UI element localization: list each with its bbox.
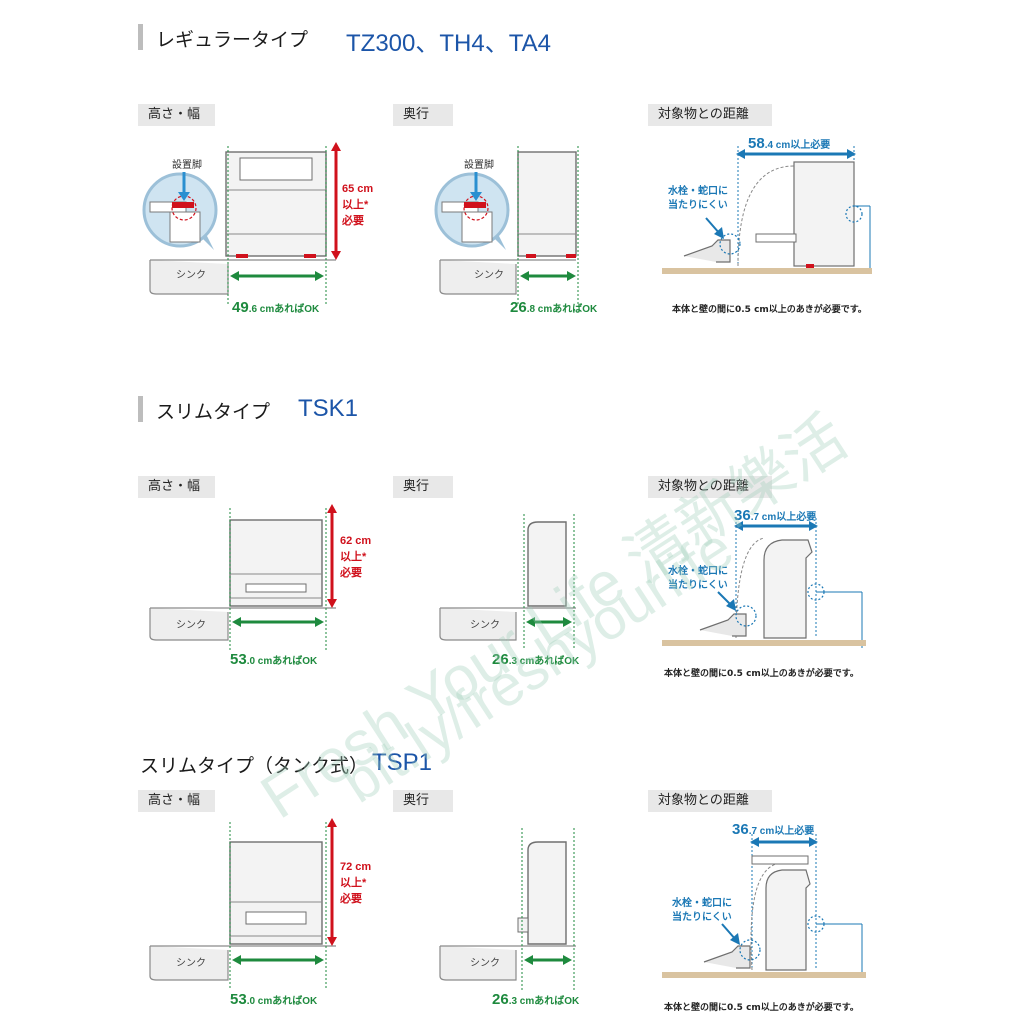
clearance-diagram: 58.4 cm以上必要 水栓・蛇口に 当たりにくい [662, 135, 872, 274]
height-note-2: 必要 [339, 565, 362, 579]
gap-note: 本体と壁の間に0.5 cm以上のあきが必要です。 [672, 305, 867, 315]
clearance-value: 36.7 cm以上必要 [734, 507, 816, 524]
clearance-label: 対象物との距離 [648, 476, 772, 498]
section-title: レギュラータイプ [156, 29, 309, 51]
depth-diagram: シンク 26.3 cmあればOK [439, 828, 580, 1008]
section-title: スリムタイプ [156, 401, 271, 423]
foot-label: 設置脚 [464, 158, 494, 171]
depth-diagram: シンク 26.3 cmあればOK [439, 514, 580, 668]
clearance-value: 36.7 cm以上必要 [732, 821, 814, 838]
clearance-value: 58.4 cm以上必要 [748, 135, 830, 152]
faucet-note-1: 水栓・蛇口に [667, 184, 728, 197]
depth-label: 奥行 [393, 476, 453, 498]
depth-value: 26.3 cmあればOK [492, 651, 580, 668]
faucet-note-2: 当たりにくい [668, 578, 728, 591]
height-width-diagram: シンク 62 cm 以上* 必要 53.0 cmあればOK [149, 504, 371, 668]
clearance-label: 対象物との距離 [648, 104, 772, 126]
height-width-label: 高さ・幅 [138, 476, 215, 498]
sink-label: シンク [176, 269, 206, 281]
sink-label: シンク [470, 619, 500, 631]
section-models: TSK1 [298, 395, 359, 422]
depth-value: 26.8 cmあればOK [510, 299, 598, 316]
height-value: 62 cm [340, 535, 371, 547]
height-width-diagram: シンク 72 cm 以上* 必要 53.0 cmあればOK [149, 818, 371, 1008]
faucet-note-2: 当たりにくい [668, 198, 728, 211]
sink-label: シンク [176, 619, 206, 631]
gap-note: 本体と壁の間に0.5 cm以上のあきが必要です。 [664, 1003, 859, 1013]
faucet-note-1: 水栓・蛇口に [671, 896, 732, 909]
section-models: TSP1 [372, 749, 433, 776]
depth-label: 奥行 [393, 104, 453, 126]
height-value: 65 cm [342, 183, 373, 195]
depth-label: 奥行 [393, 790, 453, 812]
foot-label: 設置脚 [172, 158, 202, 171]
clearance-label: 対象物との距離 [648, 790, 772, 812]
height-note-1: 以上* [340, 875, 367, 889]
height-width-label: 高さ・幅 [138, 790, 215, 812]
section-models: TZ300、TH4、TA4 [346, 30, 551, 57]
section-marker [138, 396, 143, 422]
width-value: 49.6 cmあればOK [232, 299, 320, 316]
height-value: 72 cm [340, 861, 371, 873]
sink-label: シンク [176, 957, 206, 969]
section-title: スリムタイプ（タンク式） [140, 755, 369, 777]
section-marker [138, 24, 143, 50]
width-value: 53.0 cmあればOK [230, 991, 318, 1008]
height-width-diagram: シンク 設置脚 65 cm 以上* 必要 49.6 cmあればOK [142, 142, 373, 316]
height-note-1: 以上* [340, 549, 367, 563]
height-width-label: 高さ・幅 [138, 104, 215, 126]
height-note-2: 必要 [339, 891, 362, 905]
depth-value: 26.3 cmあればOK [492, 991, 580, 1008]
width-value: 53.0 cmあればOK [230, 651, 318, 668]
faucet-note-2: 当たりにくい [672, 910, 732, 923]
clearance-diagram: 36.7 cm以上必要 水栓・蛇口に 当たりにくい [662, 507, 866, 648]
faucet-note-1: 水栓・蛇口に [667, 564, 728, 577]
depth-diagram: シンク 設置脚 26.8 cmあればOK [434, 146, 598, 316]
height-note-1: 以上* [342, 197, 369, 211]
gap-note: 本体と壁の間に0.5 cm以上のあきが必要です。 [664, 669, 859, 679]
height-note-2: 必要 [341, 213, 364, 227]
sink-label: シンク [474, 269, 504, 281]
clearance-diagram: 36.7 cm以上必要 水栓・蛇口に 当たりにくい [662, 821, 866, 978]
sink-label: シンク [470, 957, 500, 969]
